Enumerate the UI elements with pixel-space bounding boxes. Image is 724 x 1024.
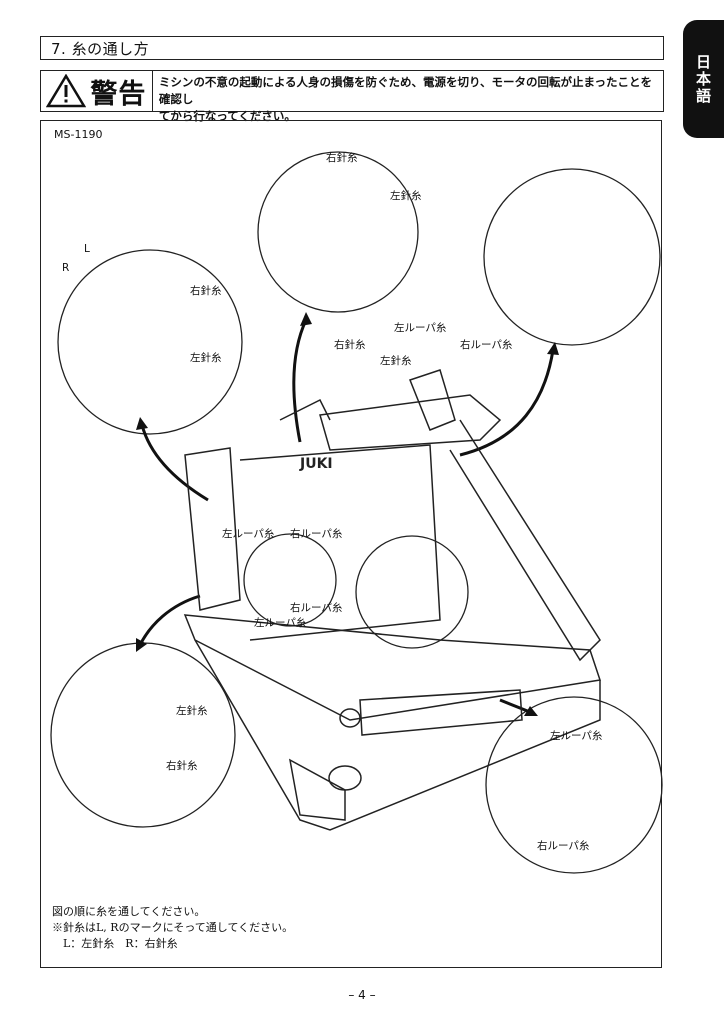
figure-frame — [40, 120, 662, 968]
model-number: MS-1190 — [54, 128, 103, 141]
label-br-left-looper: 左ルーパ糸 — [550, 730, 603, 742]
label-R: R — [62, 262, 70, 274]
detail-circle-bottom-left — [50, 642, 236, 828]
label-bl-left-needle: 左針糸 — [176, 705, 208, 717]
detail-circle-top-right — [483, 168, 661, 346]
label-mid-right-needle: 右針糸 — [334, 339, 366, 351]
label-L: L — [84, 243, 90, 255]
warning-label-cell: 警告 — [41, 71, 153, 111]
detail-circle-top — [257, 151, 419, 313]
warning-text: ミシンの不意の起動による人身の損傷を防ぐため、電源を切り、モータの回転が止まった… — [158, 75, 653, 123]
label-center-left-looper: 左ルーパ糸 — [222, 528, 275, 540]
note-line: 図の順に糸を通してください。 — [52, 905, 206, 918]
label-bl-right-needle: 右針糸 — [166, 760, 198, 772]
label-center-left-looper-2: 左ルーパ糸 — [254, 617, 307, 629]
label-mid-left-needle: 左針糸 — [380, 355, 412, 367]
notes: 図の順に糸を通してください。 ※針糸はL, Rのマークにそって通してください。 … — [52, 904, 293, 952]
detail-circle-bottom-right — [485, 696, 663, 874]
language-tab: 日本語 — [683, 20, 724, 138]
label-top-left-needle: 左針糸 — [390, 190, 422, 202]
warning-triangle-icon — [46, 74, 87, 108]
detail-circle-center — [355, 535, 469, 649]
label-mid-left-looper: 左ルーパ糸 — [394, 322, 447, 334]
label-br-right-looper: 右ルーパ糸 — [537, 840, 590, 852]
label-center-right-looper: 右ルーパ糸 — [290, 528, 343, 540]
note-line: ※針糸はL, Rのマークにそって通してください。 — [52, 921, 294, 934]
warning-box: 警告 ミシンの不意の起動による人身の損傷を防ぐため、電源を切り、モータの回転が止… — [40, 70, 664, 123]
label-left-left-needle: 左針糸 — [190, 352, 222, 364]
label-mid-right-looper: 右ルーパ糸 — [460, 339, 513, 351]
label-left-right-needle: 右針糸 — [190, 285, 222, 297]
page-number: – 4 – — [348, 988, 376, 1002]
label-center-right-looper-2: 右ルーパ糸 — [290, 602, 343, 614]
label-top-right-needle: 右針糸 — [326, 152, 358, 164]
note-line: L：左針糸 R：右針糸 — [52, 937, 178, 950]
section-title-box: 7. 糸の通し方 — [40, 36, 664, 60]
brand-logo: JUKI — [299, 456, 333, 472]
detail-circle-left — [57, 249, 243, 435]
warning-label: 警告 — [90, 78, 147, 110]
section-title: 7. 糸の通し方 — [51, 39, 150, 58]
